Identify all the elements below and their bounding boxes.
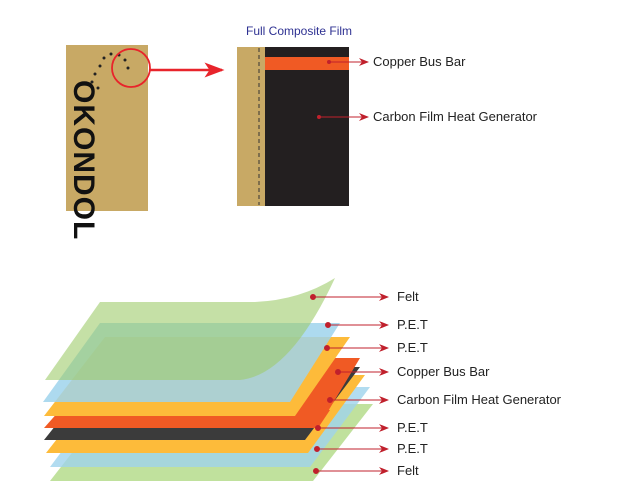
copper-bus-bar <box>265 57 349 70</box>
carbon-film <box>265 47 349 206</box>
label-carbon-film: Carbon Film Heat Generator <box>373 109 538 124</box>
layer-label-pet: P.E.T <box>397 441 428 456</box>
composite-film-gold <box>237 47 265 206</box>
layer-label-pet: P.E.T <box>397 340 428 355</box>
label-copper-bus-bar: Copper Bus Bar <box>373 54 466 69</box>
layer-label-pet: P.E.T <box>397 420 428 435</box>
zoom-circle <box>111 48 151 88</box>
layer-label-carbon-film: Carbon Film Heat Generator <box>397 392 562 407</box>
product-card <box>66 45 148 211</box>
layer-felt-top <box>45 278 335 380</box>
layer-pointers <box>310 293 389 475</box>
layer-label-pet: P.E.T <box>397 317 428 332</box>
layer-label-copper-bus-bar: Copper Bus Bar <box>397 364 490 379</box>
composite-film-title: Full Composite Film <box>246 24 353 38</box>
okondol-logo: OKONDOL <box>67 80 100 241</box>
layer-label-felt: Felt <box>397 463 419 478</box>
layer-label-felt: Felt <box>397 289 419 304</box>
